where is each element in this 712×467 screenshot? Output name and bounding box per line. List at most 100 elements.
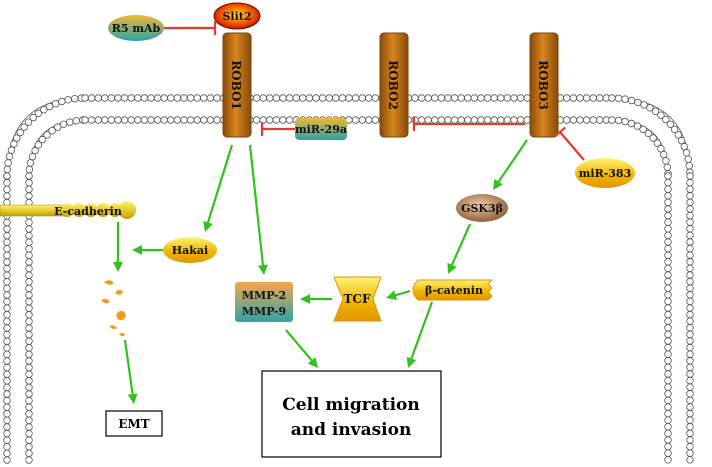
bcatenin-label: β-catenin: [425, 284, 483, 297]
lipid-head-inner: [660, 150, 668, 159]
lipid-head-outer: [325, 94, 333, 102]
lipid-head-inner: [48, 126, 56, 135]
lipid-head-outer: [312, 94, 320, 102]
lipid-head-inner: [25, 410, 33, 418]
lipid-head-outer: [686, 238, 694, 246]
lipid-head-inner: [664, 403, 672, 411]
lipid-head-outer: [510, 94, 518, 102]
lipid-head-outer: [365, 94, 373, 102]
lipid-head-inner: [424, 116, 432, 124]
lipid-head-inner: [193, 116, 201, 124]
mir383-label: miR-383: [579, 167, 632, 180]
lipid-head-outer: [101, 94, 109, 102]
lipid-head-inner: [464, 116, 472, 124]
lipid-head-outer: [686, 456, 694, 464]
lipid-head-inner: [25, 449, 33, 458]
lipid-head-outer: [285, 94, 294, 102]
lipid-head-inner: [25, 363, 33, 372]
lipid-head-outer: [686, 383, 694, 391]
lipid-head-outer: [686, 185, 694, 193]
lipid-head-outer: [686, 350, 694, 358]
lipid-head-inner: [563, 116, 571, 124]
lipid-head-inner: [664, 363, 672, 372]
lipid-head-inner: [252, 116, 261, 124]
lipid-head-outer: [114, 94, 122, 102]
lipid-head-outer: [153, 94, 162, 102]
lipid-head-inner: [25, 165, 34, 174]
lipid-head-inner: [25, 291, 33, 299]
lipid-head-inner: [351, 116, 360, 124]
lipid-head-inner: [490, 116, 498, 124]
lipid-head-outer: [608, 94, 616, 102]
lipid-head-inner: [180, 116, 188, 124]
receptor-robo1: ROBO1: [222, 32, 252, 138]
ecadherin-node: E-cadherin: [0, 201, 136, 219]
lipid-head-outer: [318, 94, 327, 102]
lipid-head-outer: [305, 94, 314, 102]
lipid-head-outer: [24, 118, 33, 126]
lipid-head-outer: [3, 304, 11, 312]
tcf-to-mmp-head: [300, 294, 310, 304]
lipid-head-outer: [686, 330, 694, 339]
mir383-inhibits-robo3: [559, 131, 585, 161]
lipid-head-inner: [114, 116, 122, 124]
lipid-head-inner: [497, 116, 505, 124]
lipid-head-outer: [200, 94, 208, 102]
lipid-head-outer: [686, 277, 694, 286]
lipid-head-inner: [25, 271, 33, 279]
lipid-head-inner: [664, 449, 672, 457]
ecadherin-fragments: [101, 280, 126, 337]
lipid-head-outer: [358, 94, 366, 102]
lipid-head-outer: [3, 344, 11, 352]
lipid-head-outer: [596, 94, 604, 102]
lipid-head-inner: [664, 258, 672, 266]
tcf-label: TCF: [344, 292, 371, 306]
lipid-head-inner: [25, 218, 33, 227]
lipid-head-inner: [664, 383, 672, 391]
lipid-head-outer: [686, 376, 694, 385]
lipid-head-outer: [686, 343, 694, 352]
cell-migration-line2: and invasion: [291, 420, 412, 440]
lipid-head-outer: [3, 403, 11, 411]
lipid-head-outer: [127, 94, 135, 102]
lipid-head-outer: [686, 449, 694, 457]
lipid-head-inner: [120, 116, 129, 124]
lipid-head-inner: [664, 172, 672, 180]
lipid-head-outer: [3, 396, 11, 405]
lipid-head-inner: [470, 116, 479, 124]
lipid-head-outer: [686, 192, 694, 200]
lipid-head-outer: [686, 251, 694, 259]
lipid-head-inner: [664, 198, 672, 207]
lipid-head-inner: [134, 116, 142, 124]
lipid-head-outer: [3, 218, 11, 227]
lipid-head-inner: [25, 377, 33, 385]
lipid-head-outer: [186, 94, 195, 102]
lipid-head-outer: [5, 152, 14, 161]
lipid-head-inner: [633, 122, 642, 130]
lipid-head-inner: [25, 284, 33, 293]
lipid-head-outer: [4, 159, 12, 167]
lipid-head-inner: [72, 116, 80, 125]
lipid-head-outer: [3, 291, 11, 299]
lipid-head-outer: [140, 94, 149, 102]
lipid-head-inner: [582, 116, 591, 124]
lipid-head-inner: [664, 350, 672, 358]
robo3-to-gsk3b: [497, 139, 528, 183]
lipid-head-inner: [589, 116, 597, 124]
lipid-head-outer: [666, 120, 675, 128]
lipid-head-outer: [589, 94, 597, 102]
lipid-head-inner: [206, 116, 215, 124]
lipid-head-outer: [674, 131, 682, 139]
lipid-head-outer: [686, 205, 694, 213]
lipid-head-inner: [200, 116, 208, 124]
lipid-head-inner: [664, 376, 672, 385]
lipid-head-inner: [285, 116, 294, 124]
lipid-head-outer: [686, 297, 694, 306]
lipid-head-outer: [424, 94, 432, 102]
lipid-head-outer: [686, 218, 694, 226]
lipid-head-inner: [664, 231, 672, 240]
lipid-head-inner: [653, 139, 661, 147]
lipid-head-outer: [634, 98, 642, 107]
lipid-head-outer: [3, 456, 11, 464]
